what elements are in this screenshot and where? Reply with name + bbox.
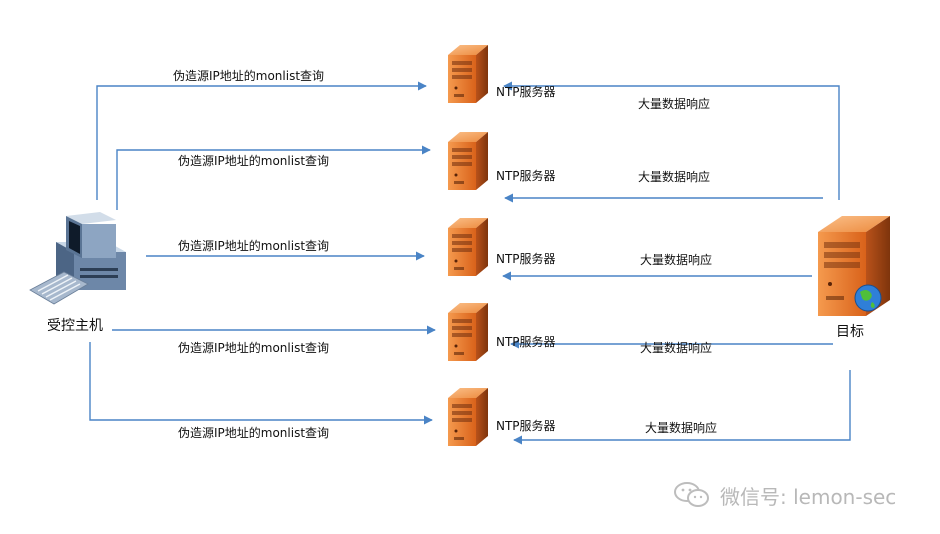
query-label-5: 伪造源IP地址的monlist查询: [178, 426, 330, 440]
wechat-icon: [674, 482, 709, 507]
server-globe-icon: [818, 216, 890, 316]
response-label-1: 大量数据响应: [638, 97, 711, 111]
server-icon: [448, 303, 488, 361]
server-label-1: NTP服务器: [496, 85, 556, 99]
response-arrows: [502, 81, 851, 445]
response-label-3: 大量数据响应: [640, 253, 713, 267]
server-icon: [448, 388, 488, 446]
response-arrow-5: [513, 370, 851, 445]
query-label-4: 伪造源IP地址的monlist查询: [178, 341, 330, 355]
server-label-2: NTP服务器: [496, 169, 556, 183]
query-label-2: 伪造源IP地址的monlist查询: [178, 154, 330, 168]
query-arrow-2: [116, 145, 431, 210]
response-arrow-1: [503, 81, 840, 200]
target-label: 目标: [836, 324, 864, 340]
server-label-4: NTP服务器: [496, 335, 556, 349]
computer-icon: [29, 212, 126, 305]
query-label-3: 伪造源IP地址的monlist查询: [178, 239, 330, 253]
server-label-3: NTP服务器: [496, 252, 556, 266]
response-label-5: 大量数据响应: [645, 421, 718, 435]
watermark-text: 微信号: lemon-sec: [720, 484, 897, 509]
query-label-1: 伪造源IP地址的monlist查询: [173, 69, 325, 83]
query-arrow-1: [96, 81, 427, 200]
watermark: 微信号: lemon-sec: [672, 480, 896, 510]
query-arrow-5: [89, 342, 433, 425]
response-label-2: 大量数据响应: [638, 170, 711, 184]
source-host-label: 受控主机: [47, 318, 103, 334]
server-label-5: NTP服务器: [496, 419, 556, 433]
server-icon: [448, 45, 488, 103]
response-label-4: 大量数据响应: [640, 341, 713, 355]
server-icon: [448, 132, 488, 190]
query-arrows: [89, 81, 436, 425]
server-icon: [448, 218, 488, 276]
